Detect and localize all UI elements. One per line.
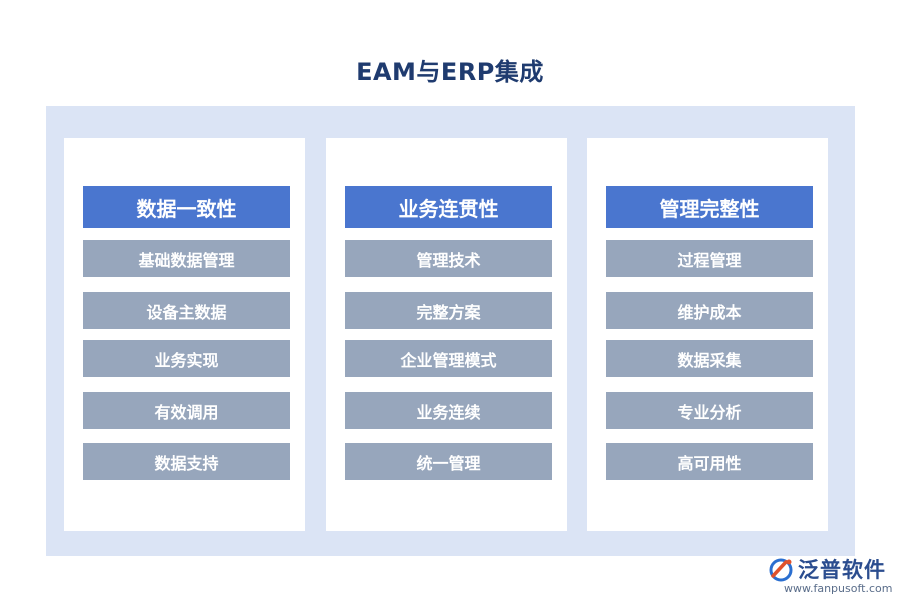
logo-url: www.fanpusoft.com <box>784 582 893 595</box>
column-item: 过程管理 <box>606 240 813 277</box>
column-business-continuity: 业务连贯性 管理技术 完整方案 企业管理模式 业务连续 统一管理 <box>326 138 567 531</box>
column-item: 高可用性 <box>606 443 813 480</box>
column-item: 业务实现 <box>83 340 290 377</box>
column-header: 数据一致性 <box>83 186 290 228</box>
column-item: 企业管理模式 <box>345 340 552 377</box>
column-item: 数据支持 <box>83 443 290 480</box>
logo-name: 泛普软件 <box>798 558 886 582</box>
column-management-integrity: 管理完整性 过程管理 维护成本 数据采集 专业分析 高可用性 <box>587 138 828 531</box>
column-header: 管理完整性 <box>606 186 813 228</box>
fanpu-logo: 泛普软件 www.fanpusoft.com <box>768 552 893 598</box>
column-header: 业务连贯性 <box>345 186 552 228</box>
column-item: 专业分析 <box>606 392 813 429</box>
column-item: 统一管理 <box>345 443 552 480</box>
column-item: 完整方案 <box>345 292 552 329</box>
column-item: 管理技术 <box>345 240 552 277</box>
column-item: 设备主数据 <box>83 292 290 329</box>
column-data-consistency: 数据一致性 基础数据管理 设备主数据 业务实现 有效调用 数据支持 <box>64 138 305 531</box>
column-item: 有效调用 <box>83 392 290 429</box>
column-item: 基础数据管理 <box>83 240 290 277</box>
column-item: 维护成本 <box>606 292 813 329</box>
diagram-title: EAM与ERP集成 <box>356 58 544 86</box>
logo-mark-icon <box>769 558 793 582</box>
column-item: 数据采集 <box>606 340 813 377</box>
column-item: 业务连续 <box>345 392 552 429</box>
